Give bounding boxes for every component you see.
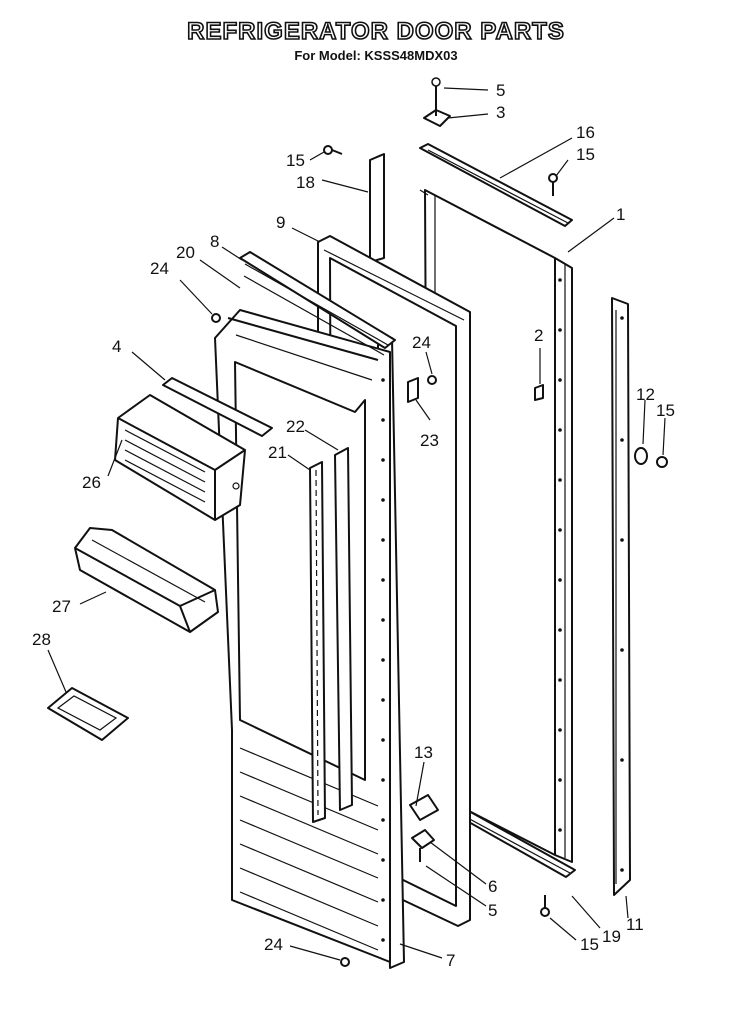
screw-15-bottom: [540, 895, 550, 917]
callout-2: 2: [534, 326, 543, 345]
clip-23: [407, 377, 419, 403]
part-20-top-cap: [239, 251, 396, 356]
callout-26: 26: [82, 473, 101, 492]
part-21-retainer-bar: [309, 461, 326, 823]
callout-8: 8: [210, 232, 219, 251]
part-16-top-bracket: [419, 143, 573, 227]
callout-6: 6: [488, 877, 497, 896]
part-26-dairy-cover: [114, 394, 246, 521]
callout-20: 20: [176, 243, 195, 262]
part-27-door-bin: [74, 527, 219, 633]
callout-7: 7: [446, 951, 455, 970]
screw-15-top-right: [548, 173, 558, 196]
part-18-hinge-strip: [369, 153, 385, 263]
screw-15-top-left: [323, 145, 343, 155]
model-subtitle: For Model: KSSS48MDX03: [294, 48, 458, 63]
callout-16: 16: [576, 123, 595, 142]
part-28-small-tray: [47, 687, 129, 741]
part-3-top-hinge: [423, 77, 451, 127]
callout-11: 11: [626, 915, 644, 934]
callout-15-bottom: 15: [580, 935, 599, 954]
callout-4: 4: [112, 337, 121, 356]
callout-13: 13: [414, 743, 433, 762]
part-13-bottom-hinge: [409, 794, 439, 862]
callout-22: 22: [286, 417, 305, 436]
callout-27: 27: [52, 597, 71, 616]
screw-15-right: [656, 456, 668, 468]
callout-23: 23: [420, 431, 439, 450]
liner-bottom-grille: [239, 747, 379, 951]
callout-19: 19: [602, 927, 621, 946]
part-4-shelf-rail: [162, 377, 273, 437]
washer-12: [634, 447, 648, 465]
callout-5-top: 5: [496, 81, 505, 100]
diagram-title: REFRIGERATOR DOOR PARTS: [186, 17, 565, 46]
callout-24-middle: 24: [412, 333, 431, 352]
leader-lines: [47, 87, 666, 961]
screw-24-bottom: [340, 957, 350, 967]
callout-21: 21: [268, 443, 287, 462]
callout-1: 1: [616, 205, 625, 224]
callout-3: 3: [496, 103, 505, 122]
part-8-door-liner: [214, 309, 391, 963]
screw-24-left: [211, 313, 221, 323]
callout-24-bottom: 24: [264, 935, 283, 954]
callout-18: 18: [296, 173, 315, 192]
callout-5-bottom: 5: [488, 901, 497, 920]
part-11-trim-strip: [611, 297, 631, 896]
callout-15-right: 15: [656, 401, 675, 420]
callout-12: 12: [636, 385, 655, 404]
callout-15-top-left: 15: [286, 151, 305, 170]
callout-24-left: 24: [150, 259, 169, 278]
part-22-retainer-bar: [334, 447, 353, 811]
callout-28: 28: [32, 630, 51, 649]
callout-15-top-right: 15: [576, 145, 595, 164]
callout-labels: 5 3 16 15 15 18 1 9 8 20 24 2 24 12 15 4…: [32, 81, 675, 970]
screw-24-middle: [427, 375, 437, 385]
callout-9: 9: [276, 213, 285, 232]
clip-2: [534, 384, 544, 401]
